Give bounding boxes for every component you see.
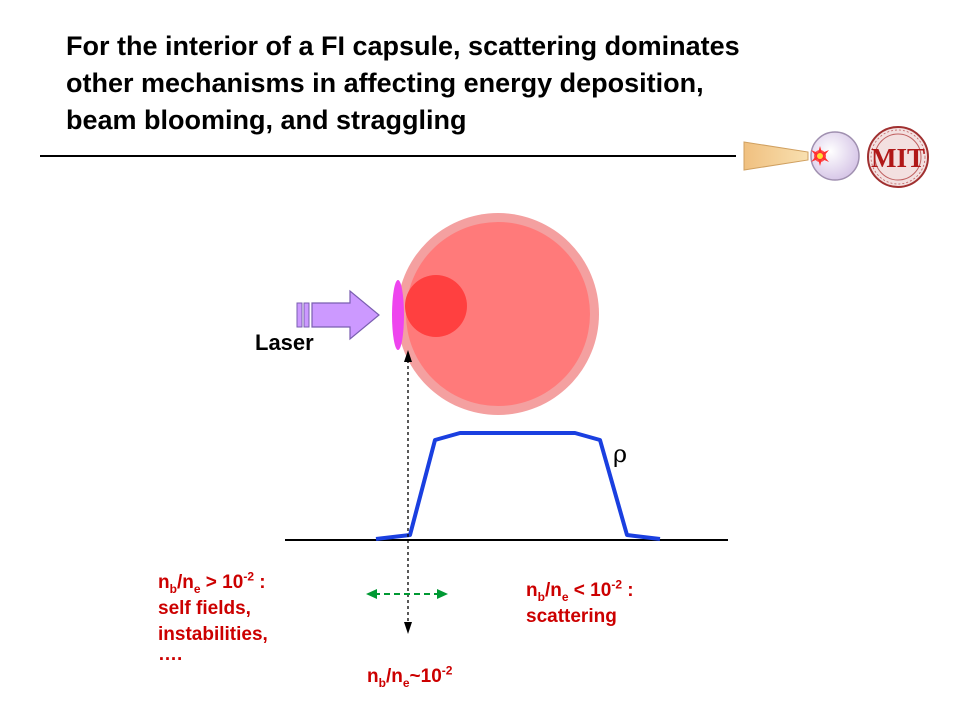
slide-title: For the interior of a FI capsule, scatte…	[66, 28, 886, 139]
green-double-arrow	[366, 589, 448, 599]
cone-icon	[743, 141, 809, 171]
corner-capsule-icon	[743, 131, 860, 181]
mit-logo-text: MIT	[871, 143, 925, 173]
hotspot	[405, 275, 467, 337]
capsule-inner	[406, 222, 590, 406]
left-regime-formula: nb/ne > 10-2 :	[158, 569, 266, 596]
right-regime-line2: scattering	[526, 606, 617, 627]
title-line-2: other mechanisms in affecting energy dep…	[66, 68, 704, 98]
spark-icon	[811, 146, 829, 166]
title-line-1: For the interior of a FI capsule, scatte…	[66, 31, 740, 61]
laser-arrow	[296, 289, 380, 341]
right-regime-formula: nb/ne < 10-2 :	[526, 577, 634, 604]
left-regime-line4: ….	[158, 644, 183, 665]
left-regime-label: nb/ne > 10-2 : self fields, instabilitie…	[158, 570, 268, 668]
mit-seal-logo: MIT	[867, 126, 929, 188]
capsule-ball-icon	[810, 131, 860, 181]
rho-label: ρ	[613, 440, 628, 468]
left-regime-line2: self fields,	[158, 598, 251, 619]
laser-label: Laser	[255, 330, 314, 355]
right-regime-label: nb/ne < 10-2 : scattering	[526, 578, 634, 630]
left-regime-line3: instabilities,	[158, 624, 268, 645]
threshold-label: nb/ne~10-2	[367, 663, 453, 690]
capsule	[397, 213, 599, 415]
title-line-3: beam blooming, and straggling	[66, 105, 467, 135]
title-divider	[40, 155, 736, 157]
vertical-marker-arrow	[404, 350, 412, 634]
density-profile	[375, 431, 661, 541]
beam-spot	[392, 280, 404, 350]
